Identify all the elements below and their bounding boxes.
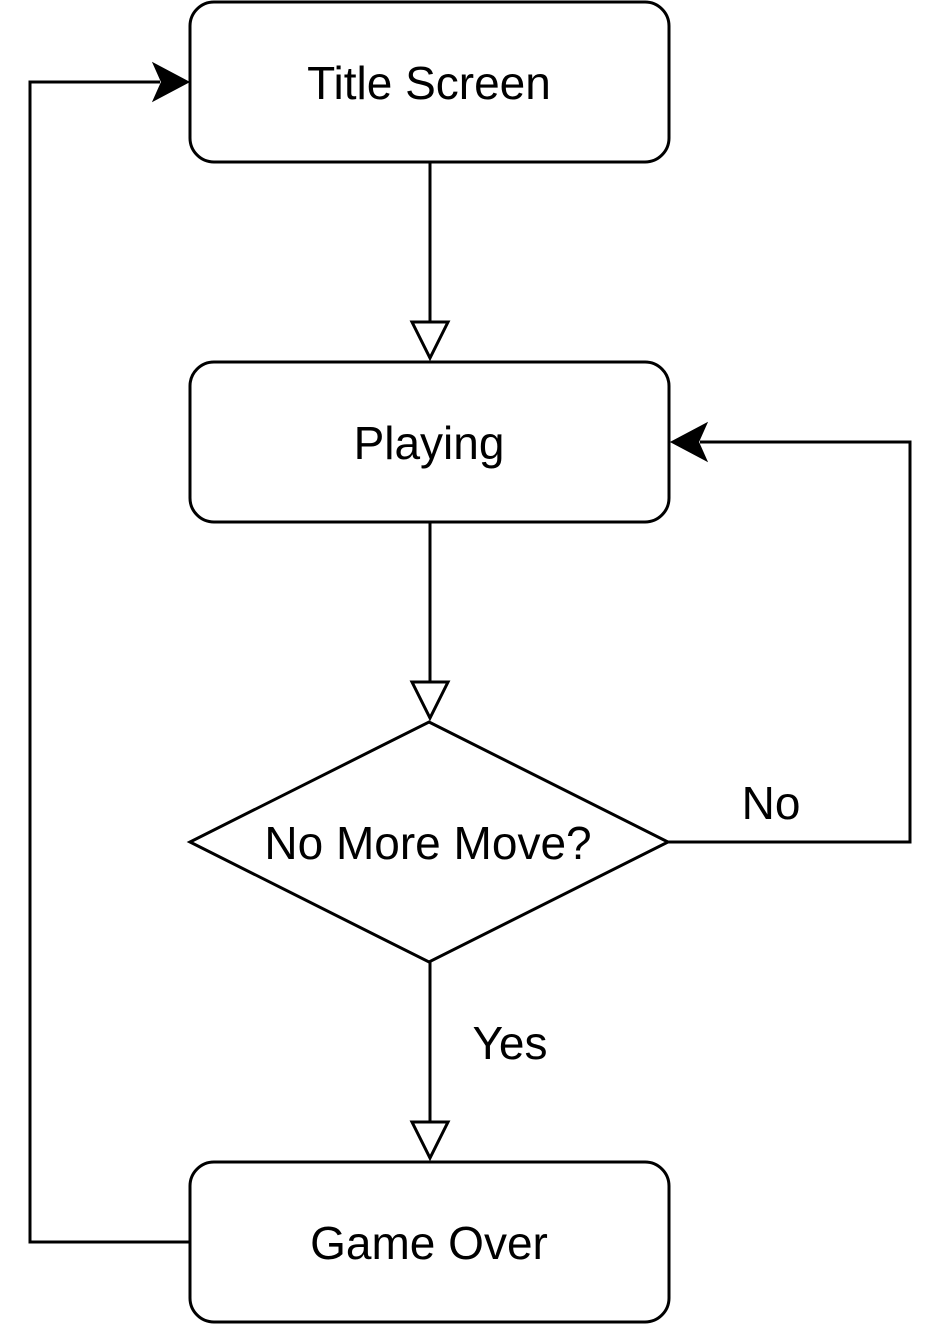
node-decision-label: No More Move? <box>264 817 591 869</box>
node-game-over-label: Game Over <box>310 1217 548 1269</box>
edge-game-over-to-title <box>28 61 191 1244</box>
filled-arrowhead <box>669 421 709 463</box>
node-decision: No More Move? <box>186 720 672 964</box>
node-playing-label: Playing <box>354 417 505 469</box>
edge-decision-to-game-over <box>409 962 451 1162</box>
edge-label-no: No <box>742 777 801 829</box>
open-arrowhead <box>409 320 451 362</box>
edge-decision-to-playing <box>668 421 912 844</box>
node-playing: Playing <box>188 360 671 524</box>
edge-playing-to-decision <box>409 522 451 722</box>
node-title-screen-label: Title Screen <box>307 57 551 109</box>
edge-title-to-playing <box>409 162 451 362</box>
edge-label-yes: Yes <box>472 1017 547 1069</box>
open-arrowhead <box>409 680 451 722</box>
filled-arrowhead <box>151 61 191 103</box>
node-game-over: Game Over <box>188 1160 671 1324</box>
node-title-screen: Title Screen <box>188 0 671 164</box>
open-arrowhead <box>409 1120 451 1162</box>
